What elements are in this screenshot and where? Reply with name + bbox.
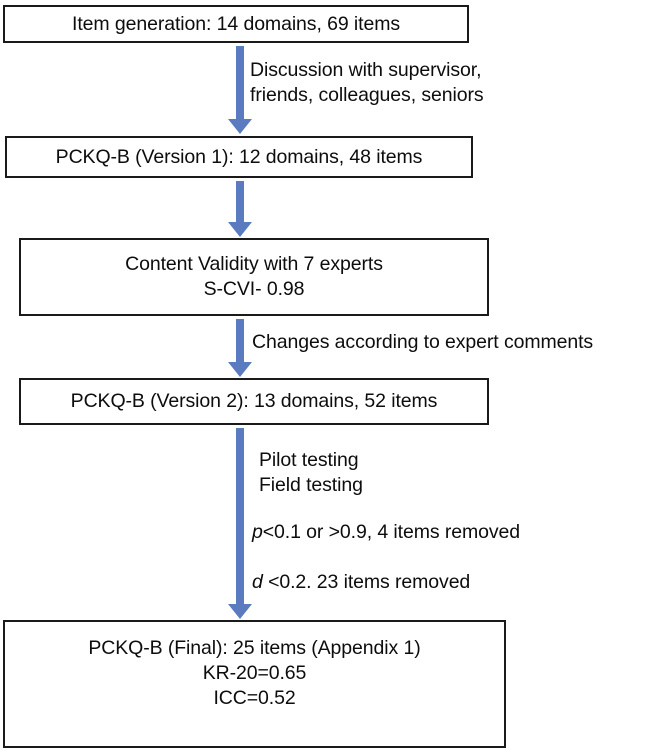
- node-pckq-b-version-2: PCKQ-B (Version 2): 13 domains, 52 items: [19, 378, 489, 425]
- arrow-shaft: [236, 319, 244, 362]
- edge-label-d-criterion-line: d <0.2. 23 items removed: [252, 570, 470, 595]
- arrow-head: [228, 362, 252, 377]
- p-symbol: p: [252, 521, 263, 543]
- edge-label-p-criterion-line: p<0.1 or >0.9, 4 items removed: [252, 520, 520, 545]
- arrow-shaft: [236, 428, 244, 604]
- node-pckq-b-final-line-3: ICC=0.52: [213, 686, 296, 709]
- node-item-generation-line-1: Item generation: 14 domains, 69 items: [72, 12, 400, 35]
- node-content-validity-line-2: S-CVI- 0.98: [203, 278, 305, 300]
- node-content-validity-line-1: Content Validity with 7 experts: [125, 253, 383, 276]
- arrow-down-icon-3: [228, 319, 252, 377]
- p-criterion-text: <0.1 or >0.9, 4 items removed: [262, 521, 520, 543]
- edge-label-p-criterion: p<0.1 or >0.9, 4 items removed: [252, 520, 520, 545]
- edge-label-testing-line-1: Pilot testing: [259, 449, 359, 471]
- edge-label-discussion-line-1: Discussion with supervisor,: [250, 59, 482, 81]
- node-pckq-b-final-line-2: KR-20=0.65: [202, 661, 307, 684]
- node-pckq-b-version-2-line-1: PCKQ-B (Version 2): 13 domains, 52 items: [70, 390, 438, 413]
- arrow-down-icon-1: [228, 46, 252, 134]
- d-criterion-text: <0.2. 23 items removed: [262, 571, 471, 593]
- edge-label-discussion-line-2: friends, colleagues, seniors: [250, 84, 484, 107]
- node-pckq-b-version-1: PCKQ-B (Version 1): 12 domains, 48 items: [5, 136, 473, 178]
- edge-label-expert-changes: Changes according to expert comments: [252, 330, 593, 355]
- arrow-shaft: [236, 46, 244, 119]
- node-content-validity: Content Validity with 7 experts S-CVI- 0…: [19, 238, 489, 316]
- arrow-down-icon-4: [228, 428, 252, 619]
- d-symbol: d: [252, 571, 263, 593]
- arrow-down-icon-2: [228, 181, 252, 237]
- arrow-head: [228, 119, 252, 134]
- edge-label-testing-line-2: Field testing: [259, 474, 363, 497]
- edge-label-discussion: Discussion with supervisor, friends, col…: [250, 58, 484, 109]
- arrow-head: [228, 222, 252, 237]
- node-pckq-b-final-line-1: PCKQ-B (Final): 25 items (Appendix 1): [88, 637, 421, 659]
- edge-label-testing: Pilot testing Field testing: [259, 448, 363, 499]
- edge-label-d-criterion: d <0.2. 23 items removed: [252, 570, 470, 595]
- node-pckq-b-final: PCKQ-B (Final): 25 items (Appendix 1) KR…: [3, 620, 506, 748]
- arrow-shaft: [236, 181, 244, 222]
- node-pckq-b-version-1-line-1: PCKQ-B (Version 1): 12 domains, 48 items: [55, 145, 423, 168]
- edge-label-expert-changes-line-1: Changes according to expert comments: [252, 331, 594, 353]
- node-item-generation: Item generation: 14 domains, 69 items: [3, 5, 469, 43]
- arrow-head: [228, 604, 252, 619]
